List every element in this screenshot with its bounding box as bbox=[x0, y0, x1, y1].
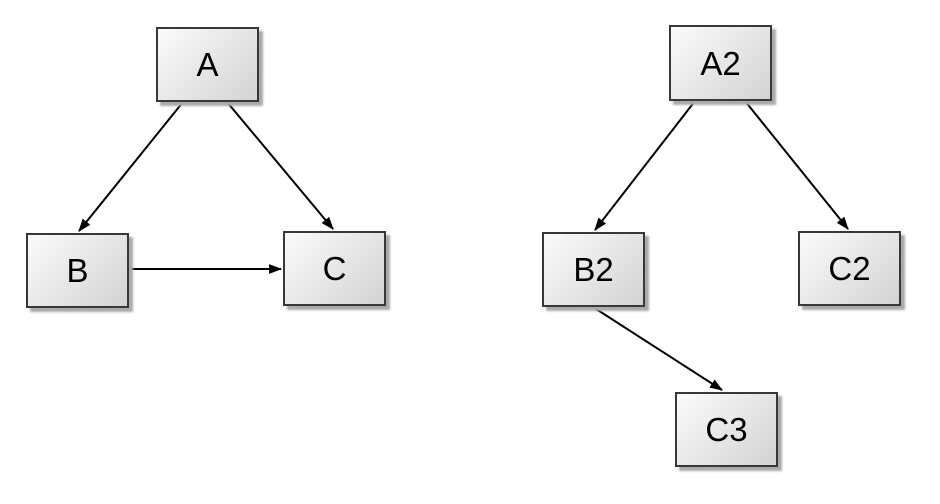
node-C[interactable]: C bbox=[283, 231, 386, 306]
node-A2[interactable]: A2 bbox=[669, 25, 772, 101]
edge-A-C bbox=[226, 101, 334, 230]
node-B[interactable]: B bbox=[26, 233, 129, 308]
node-C2[interactable]: C2 bbox=[798, 231, 901, 306]
node-C3[interactable]: C3 bbox=[675, 392, 778, 467]
node-B2[interactable]: B2 bbox=[542, 232, 645, 307]
edge-A-B bbox=[78, 101, 184, 232]
edges-group bbox=[78, 100, 849, 391]
edge-A2-B2 bbox=[594, 100, 696, 231]
edge-A2-C2 bbox=[744, 100, 849, 230]
node-A[interactable]: A bbox=[156, 27, 259, 102]
edge-B2-C3 bbox=[592, 306, 723, 391]
